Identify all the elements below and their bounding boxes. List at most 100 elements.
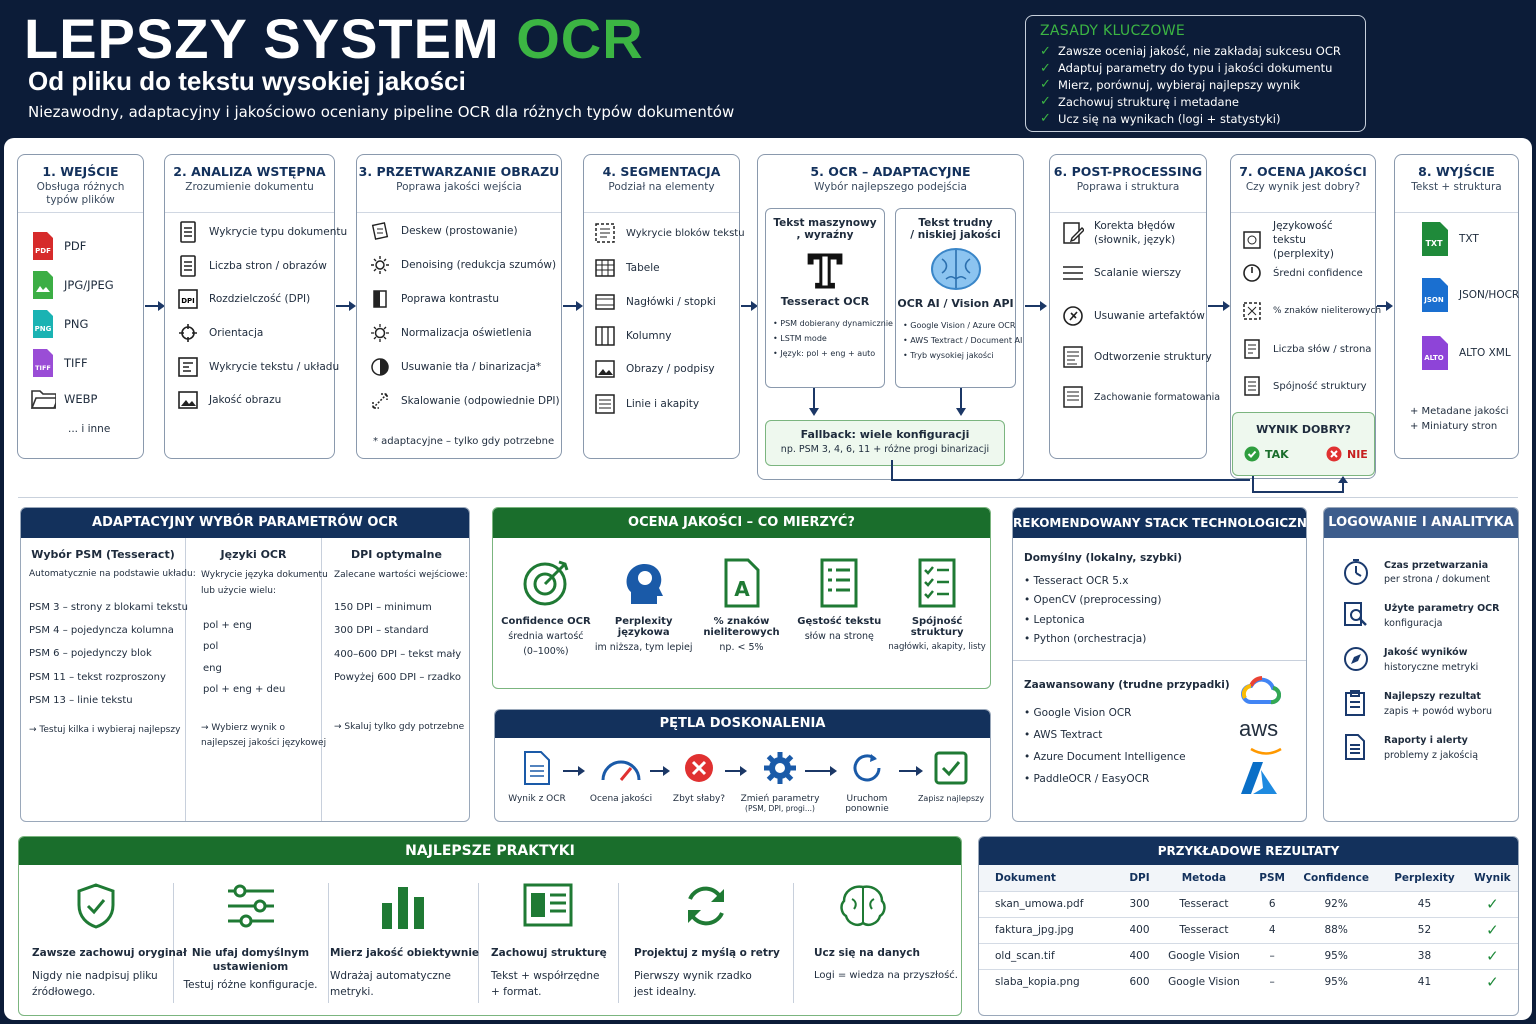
stage-title: 3. PRZETWARZANIE OBRAZU bbox=[358, 164, 560, 179]
sun-icon bbox=[367, 323, 393, 343]
dpi-item: Powyżej 600 DPI – rzadko bbox=[334, 672, 461, 683]
edit-icon bbox=[1060, 221, 1086, 245]
flow-arrow bbox=[1208, 301, 1230, 311]
postprocess-item: Korekta błędów (słownik, język) bbox=[1094, 220, 1176, 246]
title-accent: OCR bbox=[516, 7, 644, 70]
check-icon: ✓ bbox=[1040, 111, 1051, 127]
quality-item: Liczba słów / strona bbox=[1273, 343, 1372, 355]
check-circle-icon bbox=[1244, 446, 1260, 462]
formatting-icon bbox=[1060, 385, 1086, 409]
retry-icon bbox=[687, 886, 724, 926]
picture-icon bbox=[592, 360, 618, 378]
bar-chart-icon bbox=[382, 887, 424, 929]
practice-desc: Nigdy nie nadpisuj pliku bbox=[32, 970, 158, 982]
analysis-item: Rozdzielczość (DPI) bbox=[209, 293, 311, 305]
report-icon bbox=[1342, 733, 1370, 761]
practice-desc: Tekst + współrzędne bbox=[491, 970, 600, 982]
document-icon bbox=[524, 751, 550, 785]
deskew-icon bbox=[367, 221, 393, 241]
practice-title: Zachowuj strukturę bbox=[491, 947, 607, 959]
loop-title: PĘTLA DOSKONALENIA bbox=[495, 710, 990, 738]
loop-step: Zmień parametry(PSM, DPI, progi...) bbox=[735, 750, 825, 813]
contrast-icon bbox=[367, 289, 393, 309]
metric-desc: średnia wartość bbox=[508, 631, 584, 642]
quality-title: OCENA JAKOŚCI – CO MIERZYĆ? bbox=[493, 508, 990, 538]
log-item-desc: konfiguracja bbox=[1384, 618, 1443, 629]
segment-item: Nagłówki / stopki bbox=[626, 296, 716, 308]
log-item-title: Najlepszy rezultat bbox=[1384, 691, 1481, 702]
metric-label: językowa bbox=[617, 627, 670, 638]
ocr-difficult-text-box: Tekst trudny / niskiej jakości OCR AI / … bbox=[895, 208, 1022, 388]
cell-confidence: 95% bbox=[1324, 976, 1348, 989]
key-rule-text: Zawsze oceniaj jakość, nie zakładaj sukc… bbox=[1058, 44, 1341, 59]
stack-advanced-heading: Zaawansowany (trudne przypadki) bbox=[1024, 679, 1230, 691]
loop-step: Zapisz najlepszy bbox=[909, 750, 990, 803]
save-check-icon bbox=[934, 751, 968, 785]
practice-title: Ucz się na danych bbox=[814, 947, 920, 959]
cell-method: Google Vision bbox=[1153, 943, 1255, 970]
output-extra: + Miniatury stron bbox=[1410, 421, 1498, 432]
metric-label: Spójność bbox=[911, 616, 963, 627]
alto-file-icon: ALTO bbox=[1419, 335, 1451, 371]
metric-label: Perplexity bbox=[614, 616, 673, 627]
structure-doc-icon bbox=[523, 883, 573, 927]
lang-tip: → Wybierz wynik o bbox=[201, 723, 285, 733]
stage-subtitle: Poprawa i struktura bbox=[1076, 181, 1180, 193]
checklist-icon bbox=[918, 558, 956, 608]
stage-title: 2. ANALIZA WSTĘPNA bbox=[173, 164, 326, 179]
tiff-file-icon: TIFF bbox=[30, 348, 56, 378]
svg-text:DPI: DPI bbox=[181, 297, 195, 305]
metric-desc: słów na stronę bbox=[804, 631, 874, 642]
stack-item: • Tesseract OCR 5.x bbox=[1024, 575, 1129, 587]
analysis-item: Liczba stron / obrazów bbox=[209, 260, 327, 272]
practice-card bbox=[618, 883, 793, 929]
refresh-icon bbox=[853, 754, 881, 782]
sliders-icon bbox=[227, 884, 274, 928]
quality-item: Językowość tekstu (perplexity) bbox=[1273, 220, 1334, 260]
flow-arrow bbox=[145, 301, 165, 311]
head-profile-icon bbox=[626, 563, 663, 604]
fallback-detail: np. PSM 3, 4, 6, 11 + różne progi binari… bbox=[780, 444, 990, 455]
column-header: Dokument bbox=[979, 865, 1126, 892]
merge-lines-icon bbox=[1060, 265, 1086, 281]
lang-item: pol + eng + deu bbox=[203, 684, 286, 695]
speedometer-icon bbox=[601, 760, 641, 781]
results-table: Dokument DPI Metoda PSM Confidence Perpl… bbox=[979, 865, 1518, 995]
lang-tip: najlepszej jakości językowej bbox=[201, 738, 327, 748]
column-header: PSM bbox=[1254, 865, 1291, 892]
svg-text:PDF: PDF bbox=[35, 247, 51, 255]
metric-desc: (0–100%) bbox=[523, 646, 569, 657]
google-cloud-icon bbox=[1241, 676, 1281, 705]
cell-perplexity: 52 bbox=[1382, 917, 1467, 944]
stage-title: 7. OCENA JAKOŚCI bbox=[1239, 164, 1367, 179]
practice-desc: Testuj różne konfiguracje. bbox=[183, 979, 318, 991]
best-practices-panel: NAJLEPSZE PRAKTYKI Zawsze zachowuj orygi… bbox=[18, 836, 962, 1016]
processing-item: Deskew (prostowanie) bbox=[401, 225, 518, 237]
cell-document: old_scan.tif bbox=[979, 943, 1126, 970]
log-item-desc: zapis + powód wyboru bbox=[1384, 706, 1493, 717]
denoise-icon bbox=[367, 255, 393, 275]
column-header: Perplexity bbox=[1382, 865, 1467, 892]
loop-arrow bbox=[725, 766, 747, 776]
brain-icon bbox=[840, 885, 886, 926]
ocr-box-heading: Tekst trudny bbox=[918, 217, 993, 229]
practice-title: Projektuj z myślą o retry bbox=[634, 947, 780, 959]
key-rules-title: ZASADY KLUCZOWE bbox=[1040, 23, 1186, 39]
dpi-sub: Zalecane wartości wejściowe: bbox=[334, 570, 468, 580]
ocr-bullet: • Tryb wysokiej jakości bbox=[903, 351, 994, 360]
metric-label: Confidence OCR bbox=[501, 616, 591, 627]
svg-text:ALTO: ALTO bbox=[1424, 354, 1443, 362]
lang-sub: Wykrycie języka dokumentu bbox=[201, 570, 328, 580]
practice-desc: Pierwszy wynik rzadko bbox=[634, 970, 752, 982]
processing-item: Normalizacja oświetlenia bbox=[401, 327, 532, 339]
segment-item: Obrazy / podpisy bbox=[626, 363, 715, 375]
language-icon bbox=[1239, 230, 1265, 250]
layout-detect-icon bbox=[175, 357, 201, 377]
cell-document: slaba_kopia.png bbox=[995, 976, 1080, 989]
log-item-title: Czas przetwarzania bbox=[1384, 560, 1489, 571]
psm-item: PSM 6 – pojedynczy blok bbox=[29, 648, 152, 659]
cell-psm: 6 bbox=[1254, 891, 1291, 918]
metric-desc: nagłówki, akapity, listy bbox=[888, 642, 986, 652]
